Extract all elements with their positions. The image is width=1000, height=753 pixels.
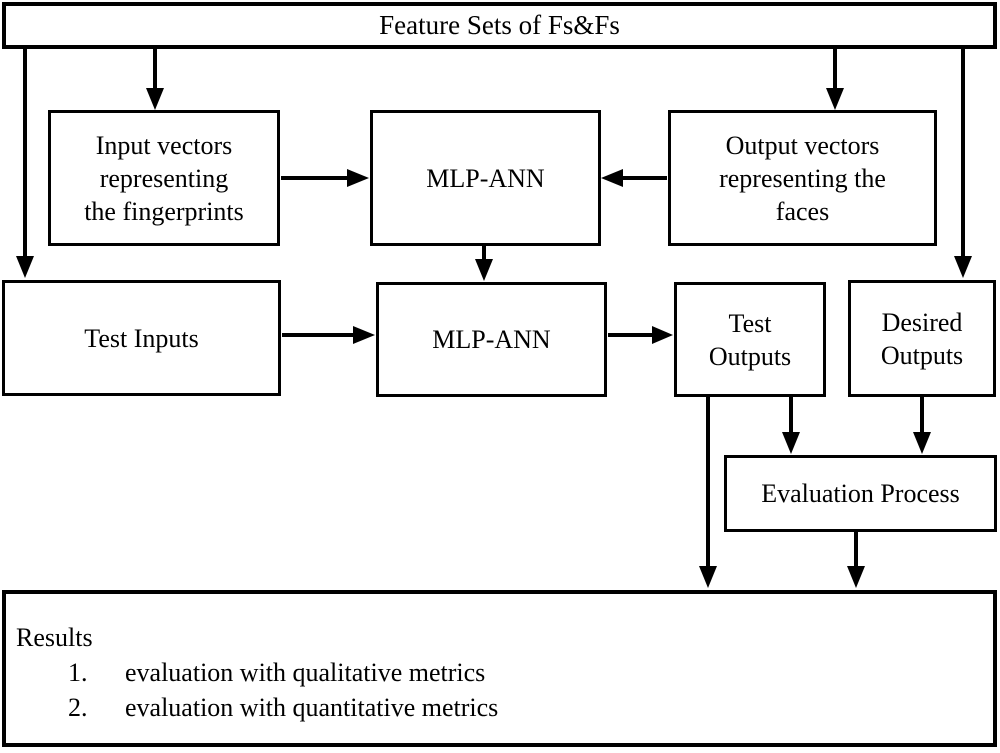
node-output-vectors-line2: representing the — [719, 163, 886, 193]
arrowhead-down-icon — [826, 88, 844, 110]
arrowhead-right-icon — [652, 326, 673, 344]
node-test-outputs-line2: Outputs — [708, 341, 792, 371]
results-heading: Results — [16, 623, 93, 652]
node-input-vectors: Input vectors representing the fingerpri… — [48, 110, 280, 246]
arrow-desired-outputs-to-evaluation — [913, 397, 931, 454]
node-desired-outputs: Desired Outputs — [848, 280, 996, 397]
node-input-vectors-line1: Input vectors — [95, 130, 233, 160]
node-desired-outputs-line1: Desired — [881, 307, 963, 337]
arrow-evaluation-to-results — [847, 532, 865, 588]
node-mlp-ann-training: MLP-ANN — [370, 110, 601, 246]
arrow-mlp-ann-top-to-mlp-ann-bottom — [475, 246, 493, 281]
results-item-1: 1. evaluation with qualitative metrics — [68, 655, 485, 690]
arrowhead-right-icon — [347, 169, 369, 187]
node-output-vectors-line1: Output vectors — [725, 130, 880, 160]
results-item-1-number: 1. — [68, 658, 88, 687]
node-test-inputs-label: Test Inputs — [84, 323, 199, 353]
arrow-feature-sets-to-input-vectors — [146, 49, 164, 110]
arrow-feature-sets-to-output-vectors — [826, 49, 844, 110]
node-evaluation-process: Evaluation Process — [724, 455, 997, 532]
node-output-vectors: Output vectors representing the faces — [668, 110, 937, 246]
arrow-feature-sets-to-desired-outputs — [954, 49, 972, 278]
node-feature-sets: Feature Sets of Fs&Fs — [2, 2, 997, 49]
node-output-vectors-line3: faces — [775, 196, 830, 226]
node-feature-sets-label: Feature Sets of Fs&Fs — [379, 10, 620, 40]
arrow-test-inputs-to-mlp-ann-bottom — [282, 326, 375, 344]
arrowhead-down-icon — [913, 432, 931, 454]
node-input-vectors-line3: the fingerprints — [84, 196, 244, 226]
node-mlp-ann-testing: MLP-ANN — [376, 282, 607, 397]
arrowhead-down-icon — [782, 432, 800, 454]
arrow-mlp-ann-bottom-to-test-outputs — [608, 326, 673, 344]
arrow-test-outputs-to-evaluation — [782, 397, 800, 454]
results-item-2: 2. evaluation with quantitative metrics — [68, 690, 498, 725]
node-evaluation-process-label: Evaluation Process — [761, 479, 960, 508]
arrowhead-down-icon — [699, 566, 717, 588]
arrowhead-down-icon — [16, 256, 34, 278]
arrowhead-down-icon — [475, 259, 493, 281]
arrowhead-down-icon — [847, 566, 865, 588]
results-item-2-number: 2. — [68, 693, 88, 722]
arrow-feature-sets-to-test-inputs — [16, 49, 34, 278]
arrowhead-down-icon — [146, 88, 164, 110]
node-test-inputs: Test Inputs — [2, 280, 281, 396]
node-test-outputs: Test Outputs — [674, 282, 826, 397]
node-mlp-ann-training-label: MLP-ANN — [426, 163, 545, 193]
node-desired-outputs-line2: Outputs — [880, 340, 964, 370]
node-test-outputs-line1: Test — [728, 308, 772, 338]
node-input-vectors-line2: representing — [99, 163, 229, 193]
arrowhead-right-icon — [353, 326, 375, 344]
results-item-2-text: evaluation with quantitative metrics — [125, 693, 499, 722]
arrow-test-outputs-to-results — [699, 397, 717, 588]
arrowhead-down-icon — [954, 256, 972, 278]
arrow-output-vectors-to-mlp-ann-top — [601, 169, 667, 187]
arrowhead-left-icon — [601, 169, 623, 187]
node-mlp-ann-testing-label: MLP-ANN — [432, 325, 551, 354]
results-item-1-text: evaluation with qualitative metrics — [125, 658, 486, 687]
node-results: Results 1. evaluation with qualitative me… — [2, 590, 997, 747]
arrow-input-vectors-to-mlp-ann-top — [281, 169, 369, 187]
